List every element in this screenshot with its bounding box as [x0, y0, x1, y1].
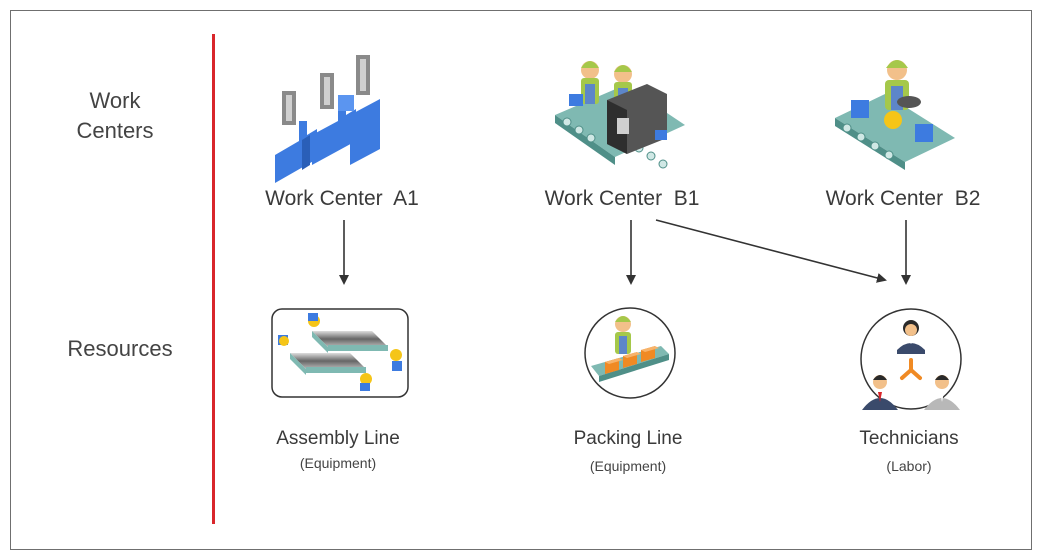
packing-line-type: (Equipment) — [589, 458, 667, 474]
work-center-a1-label: Work Center A1 — [265, 187, 419, 210]
worker-conveyor-icon — [835, 60, 955, 170]
row-label-resources: Resources — [67, 336, 173, 361]
machine-arms-icon — [275, 55, 380, 183]
assembly-line-type: (Equipment) — [299, 455, 377, 471]
technicians-icon — [860, 308, 962, 410]
work-center-b2-label: Work Center B2 — [825, 187, 981, 210]
packing-line-label: Packing Line — [573, 428, 683, 449]
assembly-line-label: Assembly Line — [276, 428, 400, 449]
row-label-work-centers: Work Centers — [76, 88, 154, 143]
divider-line — [212, 34, 215, 524]
packing-line-icon — [584, 307, 676, 399]
workers-conveyor-icon — [555, 61, 685, 169]
assembly-line-icon — [271, 308, 409, 398]
technicians-label: Technicians — [859, 428, 959, 449]
technicians-type: (Labor) — [886, 458, 932, 474]
arrow-b1-technicians — [655, 219, 887, 283]
work-center-b1-label: Work Center B1 — [544, 187, 700, 210]
